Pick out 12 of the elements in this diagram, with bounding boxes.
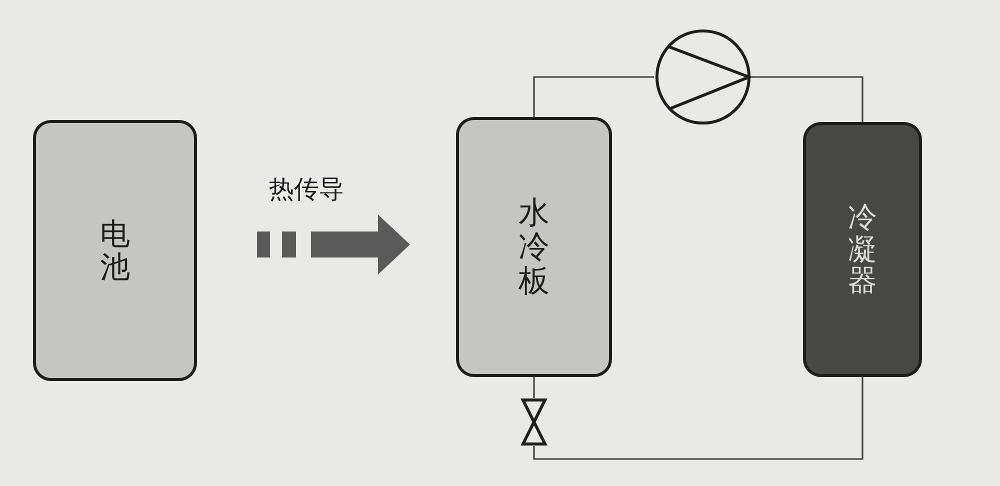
pump-symbol [654, 28, 752, 126]
condenser-block [803, 122, 922, 377]
pipe-line [752, 76, 864, 122]
pipe-line [533, 377, 864, 460]
node-label: 冷凝器 [848, 202, 877, 298]
pipe-line [533, 76, 654, 117]
battery-block [33, 120, 197, 381]
valve-symbol [521, 398, 547, 446]
node-label: 电池 [100, 218, 130, 284]
cold-plate-block [456, 117, 612, 377]
node-label: 水冷板 [518, 196, 550, 298]
pipe-line [533, 377, 535, 398]
